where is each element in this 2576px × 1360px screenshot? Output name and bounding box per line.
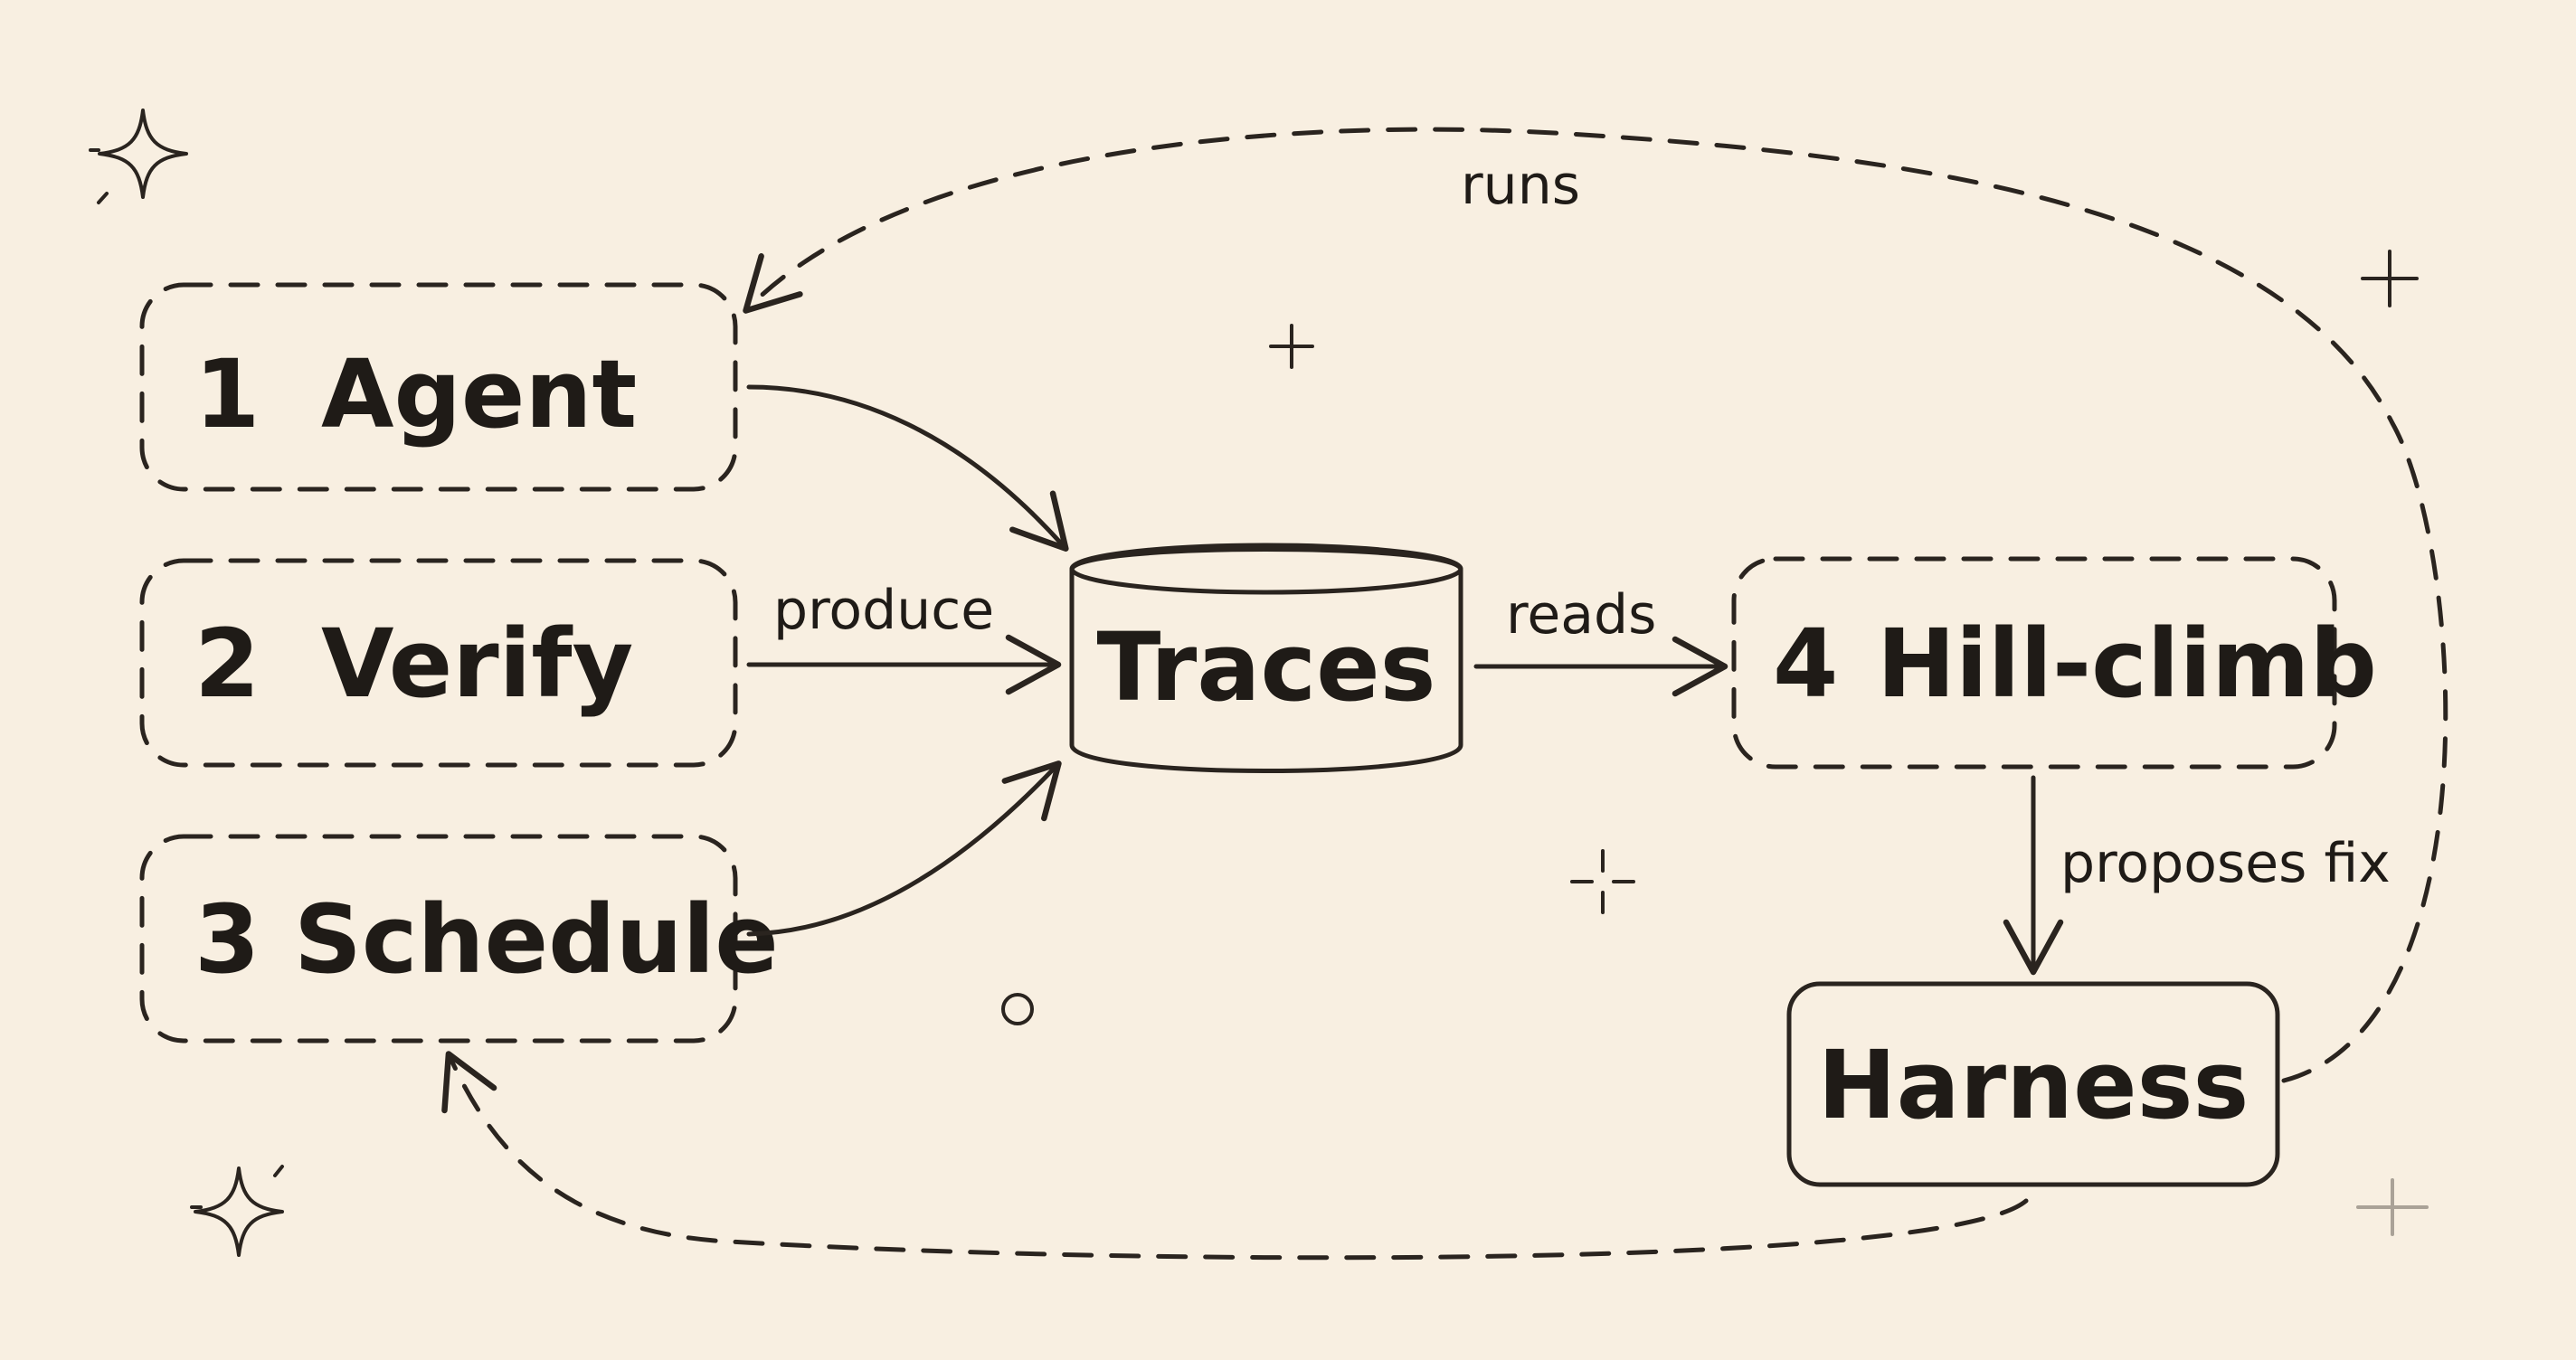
traces-label: Traces [1096,612,1435,722]
agent-number: 1 [194,339,260,449]
harness-feedback-loop [441,1051,2029,1261]
traces-database: Traces [1069,543,1463,773]
verify-number: 2 [194,609,260,719]
agent-box [139,282,738,492]
hill-climb-box [1731,556,2337,770]
verify-box [139,558,738,768]
plus-icon [1269,324,1314,369]
plus-icon [2356,1178,2429,1236]
verify-label: Verify [321,609,633,719]
sparkle-icon [89,109,188,204]
produce-label: produce [773,579,994,642]
agent-label: Agent [321,339,637,449]
runs-label: runs [1461,154,1580,217]
schedule-box [139,834,738,1044]
hill-climb-label: Hill-climb [1877,609,2377,719]
proposes-fix-label: proposes fix [2060,832,2391,895]
schedule-to-traces-arrow [746,760,1062,937]
sparkle-icon [190,1165,284,1257]
harness-box [1786,981,2280,1187]
agent-to-traces-arrow [746,384,1069,552]
schedule-number: 3 [194,884,260,995]
plus-icon [1570,849,1635,914]
harness-label: Harness [1818,1030,2249,1140]
schedule-label: Schedule [294,884,779,995]
plus-icon [2361,250,2419,307]
hill-climb-number: 4 [1773,609,1838,719]
harness-runs-loop [743,127,2448,1083]
reads-label: reads [1506,583,1656,647]
circle-icon [1001,993,1034,1025]
